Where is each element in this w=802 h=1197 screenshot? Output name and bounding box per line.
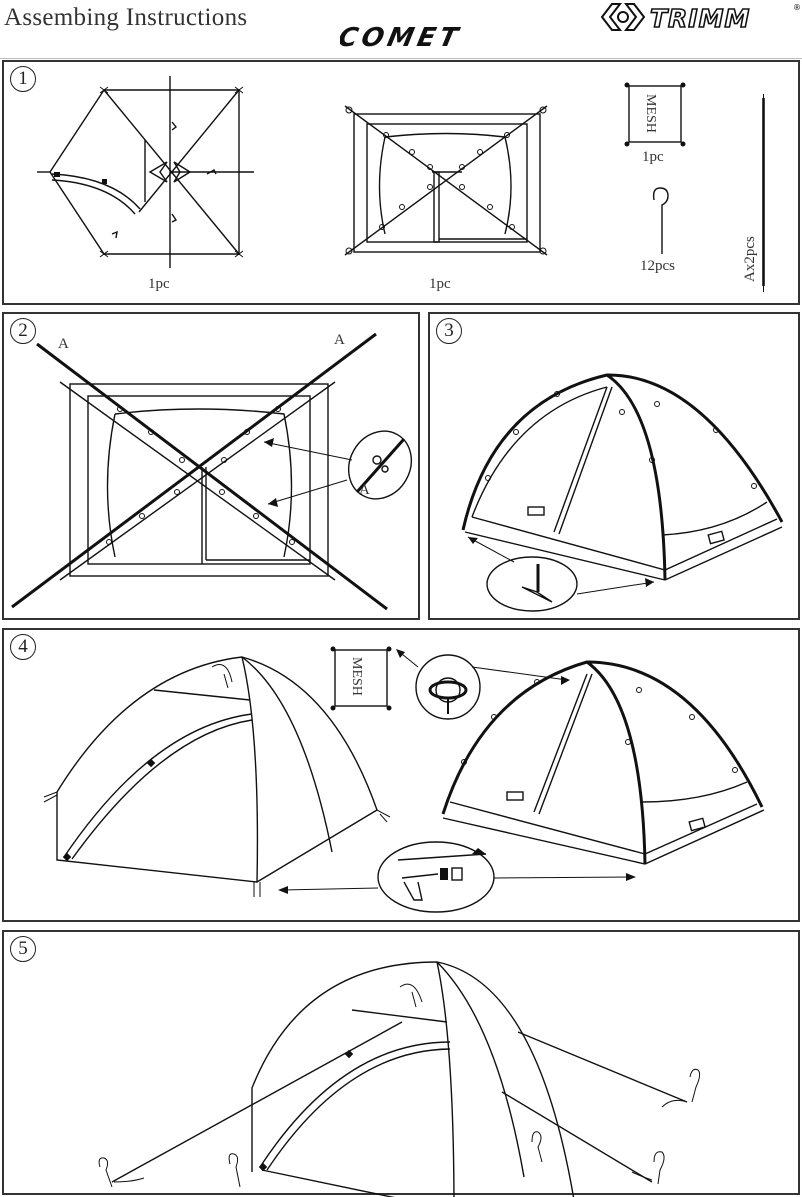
step-number: 4 bbox=[10, 634, 36, 660]
svg-text:TRIMM: TRIMM bbox=[650, 4, 750, 33]
mesh-quantity: 1pc bbox=[642, 149, 664, 165]
mesh-diagram: MESH bbox=[624, 82, 686, 147]
erected-inner-tent-diagram bbox=[461, 373, 784, 612]
step-number: 3 bbox=[436, 318, 462, 344]
peg-quantity: 12pcs bbox=[640, 258, 675, 274]
step-number: 2 bbox=[10, 318, 36, 344]
peg-icon bbox=[652, 187, 669, 254]
pole-icon bbox=[762, 94, 765, 292]
flysheet-diagram bbox=[37, 76, 254, 268]
detail-label: A bbox=[359, 482, 370, 498]
step-1-panel: 1 1pc bbox=[2, 60, 800, 305]
step-number: 1 bbox=[10, 66, 36, 92]
svg-text:MESH: MESH bbox=[349, 657, 364, 696]
step-5-panel: 5 bbox=[2, 930, 800, 1197]
inner-tent-diagram bbox=[344, 105, 548, 256]
flysheet-quantity: 1pc bbox=[148, 276, 170, 292]
guyline-staking-diagram bbox=[98, 961, 701, 1197]
trimm-emblem-icon: TRIMM ® bbox=[600, 3, 801, 34]
pole-label-right: A bbox=[334, 332, 345, 348]
trimm-logo: TRIMM ® bbox=[598, 0, 802, 34]
header-divider bbox=[0, 58, 802, 59]
document-title: Assembing Instructions bbox=[4, 4, 248, 31]
inner-tent-quantity: 1pc bbox=[429, 276, 451, 292]
flysheet-attach-diagram: MESH bbox=[43, 646, 765, 913]
pole-insertion-diagram bbox=[11, 332, 413, 611]
comet-logo: COMET bbox=[340, 23, 464, 52]
svg-text:®: ® bbox=[793, 3, 801, 12]
svg-text:MESH: MESH bbox=[643, 94, 658, 133]
step-number: 5 bbox=[10, 936, 36, 962]
step-3-panel: 3 bbox=[428, 312, 800, 620]
step-4-panel: 4 MESH bbox=[2, 628, 800, 922]
pole-quantity: Ax2pcs bbox=[742, 236, 758, 282]
step-2-panel: 2 bbox=[2, 312, 420, 620]
svg-text:COMET: COMET bbox=[340, 23, 464, 52]
pole-label-left: A bbox=[58, 336, 69, 352]
